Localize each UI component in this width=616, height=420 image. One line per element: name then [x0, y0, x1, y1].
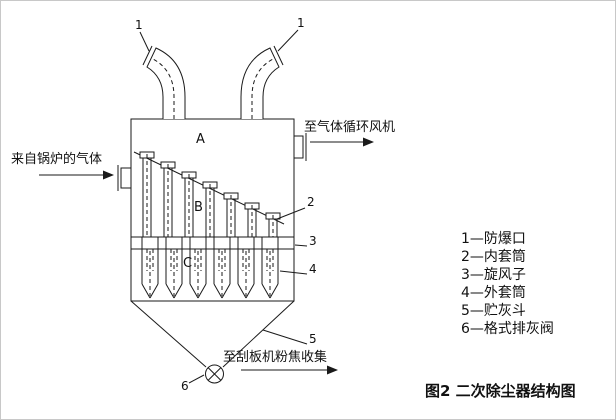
zone-b-label: B: [194, 200, 203, 215]
left-vent-flange: [142, 45, 153, 66]
left-explosion-vent: [142, 45, 186, 119]
outlet-label: 至气体循环风机: [304, 119, 395, 135]
legend-item-4: 4—外套筒: [461, 284, 526, 301]
zone-a-label: A: [196, 132, 205, 147]
bottom-outlet-label: 至刮板机粉焦收集: [223, 349, 327, 365]
callout-4: 4: [309, 262, 317, 276]
cyclone-bank: [141, 249, 279, 299]
right-explosion-vent: [240, 45, 284, 119]
outlet-nozzle: [293, 133, 307, 161]
callout-1-right: 1: [297, 16, 305, 30]
right-vent-flange: [273, 45, 284, 66]
legend-item-5: 5—贮灰斗: [461, 303, 526, 319]
ash-hopper: [130, 300, 295, 368]
callout-6: 6: [181, 379, 189, 393]
legend-item-6: 6—格式排灰阀: [461, 321, 554, 337]
inlet-nozzle: [117, 165, 132, 191]
tube-bank: [133, 151, 285, 237]
callout-5: 5: [309, 332, 317, 346]
legend-item-2: 2—内套筒: [461, 248, 526, 265]
callout-1-left: 1: [135, 18, 143, 32]
legend-item-1: 1—防爆口: [461, 231, 526, 247]
callout-3: 3: [309, 234, 317, 248]
tube-seats: [141, 236, 279, 250]
zone-c-label: C: [183, 256, 192, 271]
figure-title: 图2 二次除尘器结构图: [425, 382, 576, 400]
legend-item-3: 3—旋风子: [461, 267, 526, 283]
discharge-valve: [205, 364, 224, 384]
inlet-label: 来自锅炉的气体: [11, 151, 102, 167]
callouts: 1 1 2 3 4 5 6: [135, 16, 317, 393]
callout-2: 2: [307, 195, 315, 209]
legend: 1—防爆口 2—内套筒 3—旋风子 4—外套筒 5—贮灰斗 6—格式排灰阀: [461, 231, 554, 337]
